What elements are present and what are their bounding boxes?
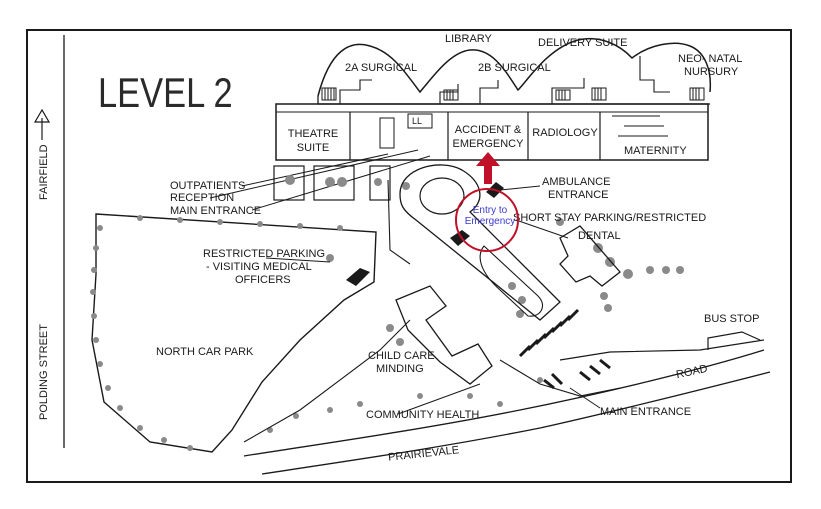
emergency-arrow-icon bbox=[476, 152, 500, 184]
label-minding: MINDING bbox=[376, 363, 424, 375]
label-dental: DENTAL bbox=[578, 230, 621, 242]
label-library: LIBRARY bbox=[445, 33, 492, 45]
label-visiting-medical: - VISITING MEDICAL bbox=[206, 261, 312, 273]
label-accident: ACCIDENT & bbox=[454, 124, 522, 136]
map-title: LEVEL 2 bbox=[98, 69, 233, 116]
bus-stop-shelter bbox=[707, 331, 761, 350]
prairievale-road-bottom bbox=[261, 371, 771, 475]
label-delivery-suite: DELIVERY SUITE bbox=[538, 37, 628, 49]
label-neonatal: NEO- NATAL bbox=[678, 53, 743, 65]
label-main-entrance-top: MAIN ENTRANCE bbox=[170, 205, 262, 217]
label-main-entrance-bottom: MAIN ENTRANCE bbox=[600, 406, 692, 418]
label-bus-stop: BUS STOP bbox=[704, 313, 760, 325]
map-frame bbox=[26, 29, 792, 483]
label-child-care: CHILD CARE bbox=[368, 350, 435, 362]
emergency-highlight-circle bbox=[455, 188, 519, 252]
label-ambulance-entrance: ENTRANCE bbox=[548, 189, 609, 201]
fairfield-label: FAIRFIELD bbox=[38, 144, 50, 200]
north-car-park-outline bbox=[91, 213, 377, 453]
label-emergency: EMERGENCY bbox=[452, 138, 524, 150]
label-ll: LL bbox=[412, 116, 423, 126]
dental-building bbox=[559, 225, 621, 287]
label-2b-surgical: 2B SURGICAL bbox=[478, 62, 551, 74]
label-suite: SUITE bbox=[296, 142, 330, 154]
label-community-health: COMMUNITY HEALTH bbox=[366, 409, 480, 421]
annotation-line-2: Emergency bbox=[464, 216, 516, 227]
label-nursury: NURSURY bbox=[684, 66, 739, 78]
annotation-entry-to-emergency: Entry to Emergency bbox=[457, 205, 523, 227]
label-theatre: THEATRE bbox=[287, 128, 339, 140]
wards-outline bbox=[317, 38, 712, 97]
north-arrow-icon bbox=[33, 108, 51, 140]
label-officers: OFFICERS bbox=[235, 274, 291, 286]
label-short-stay-parking: SHORT STAY PARKING/RESTRICTED bbox=[513, 212, 707, 224]
label-ambulance: AMBULANCE bbox=[542, 176, 611, 188]
annotation-line-1: Entry to bbox=[472, 205, 508, 216]
label-maternity: MATERNITY bbox=[624, 145, 687, 157]
pedestrian-crossings bbox=[518, 308, 611, 390]
label-radiology: RADIOLOGY bbox=[532, 127, 598, 139]
community-health-building bbox=[395, 285, 493, 385]
prairievale-road-top bbox=[243, 349, 765, 457]
stair-hatches bbox=[321, 87, 705, 101]
label-reception: RECEPTION bbox=[170, 192, 235, 204]
label-2a-surgical: 2A SURGICAL bbox=[345, 62, 418, 74]
tree-dots bbox=[90, 175, 684, 451]
label-north-car-park: NORTH CAR PARK bbox=[156, 346, 254, 358]
label-outpatients: OUTPATIENTS bbox=[170, 180, 246, 192]
label-restricted-parking: RESTRICTED PARKING bbox=[203, 248, 326, 260]
polding-street-label: POLDING STREET bbox=[38, 324, 50, 420]
